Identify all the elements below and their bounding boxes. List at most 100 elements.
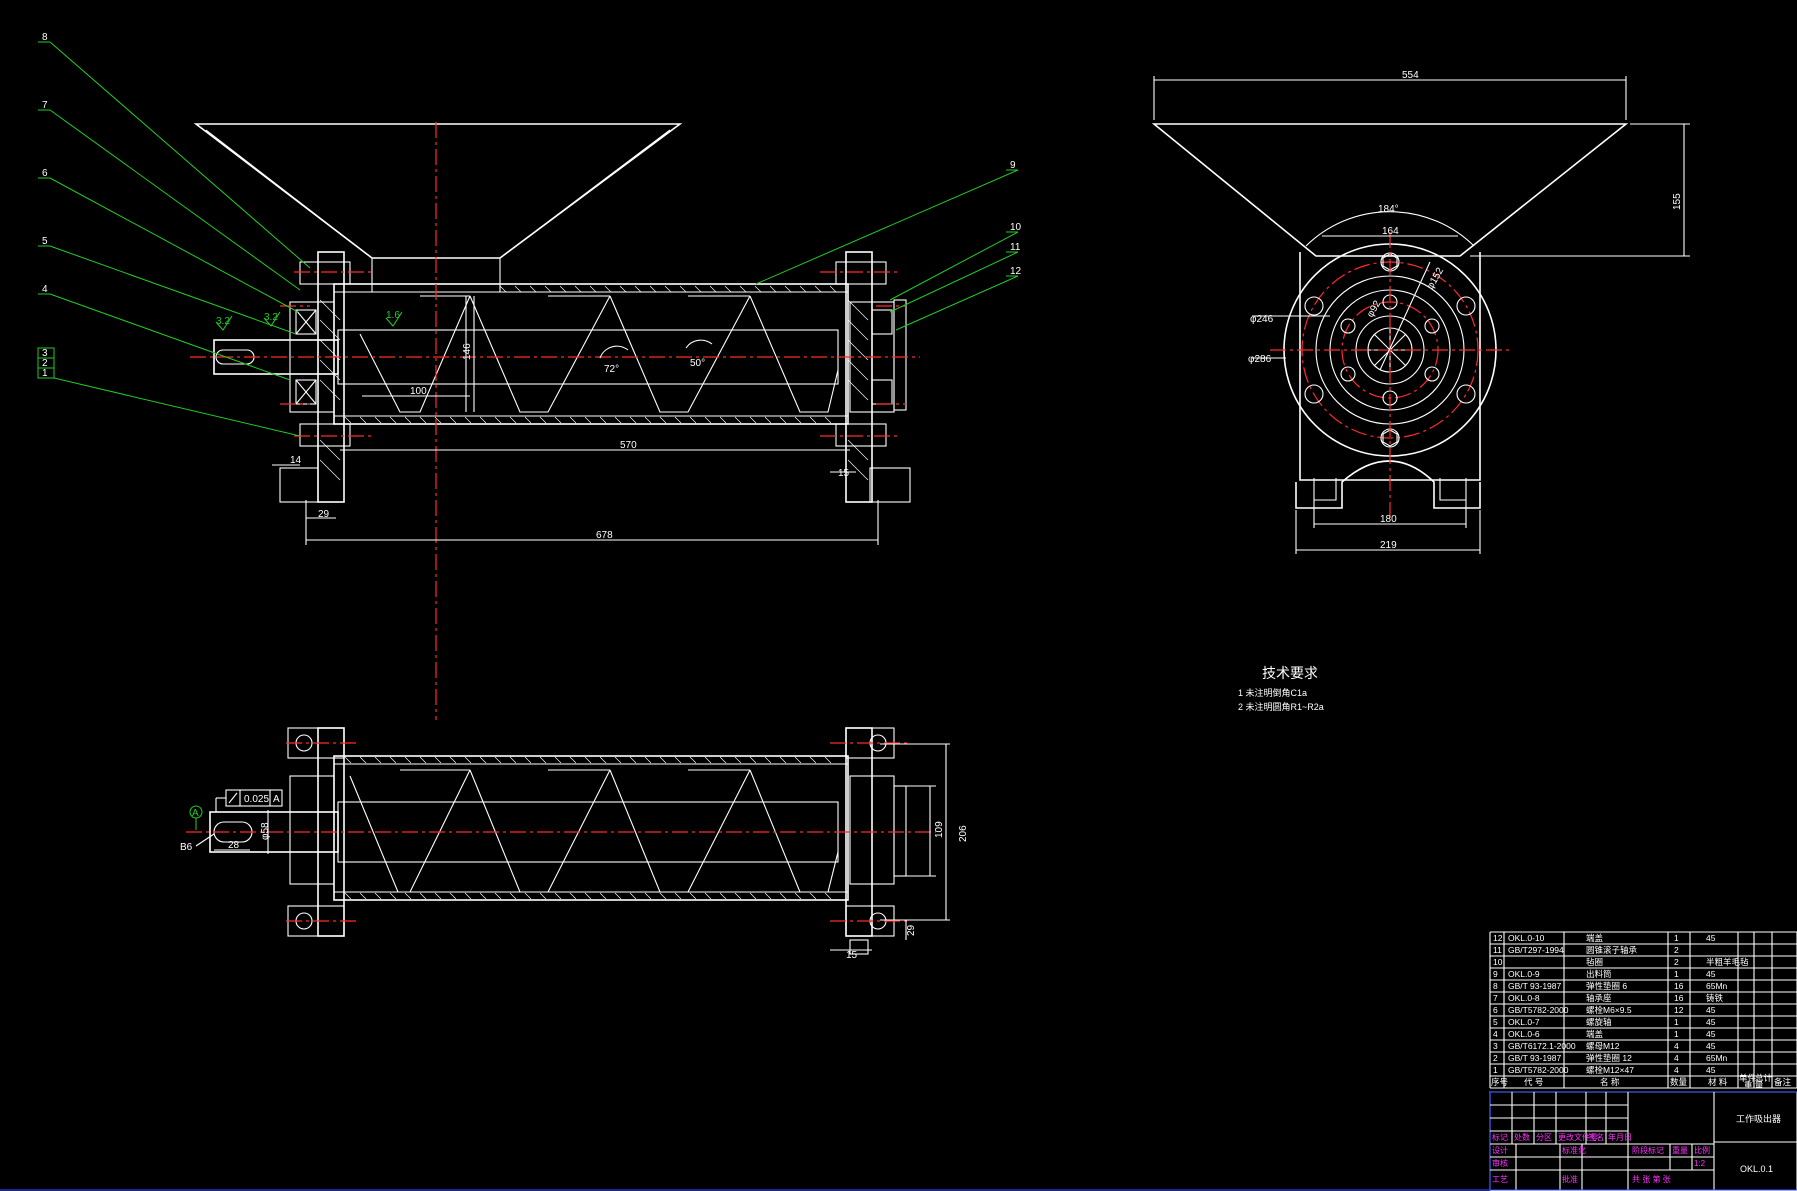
- tb-label-weight: 重量: [1672, 1145, 1688, 1155]
- note-B6: B6: [180, 842, 193, 853]
- tb-label-sign: 签名: [1588, 1132, 1604, 1142]
- tb-label-count: 处数: [1514, 1132, 1530, 1142]
- dim-678: 678: [596, 530, 613, 541]
- roughness-marks: 3.2 3.2 1.6: [215, 310, 403, 331]
- roughness-1: 3.2: [216, 316, 230, 327]
- tb-label-approve: 批准: [1562, 1174, 1578, 1184]
- bom-material: 45: [1706, 1005, 1716, 1015]
- dim-58: φ58: [260, 822, 271, 840]
- bom-no: 12: [1493, 933, 1503, 943]
- bom-code: OKL.0-8: [1508, 993, 1540, 1003]
- bom-name: 轴承座: [1586, 993, 1612, 1003]
- bom-name: 螺栓M12×47: [1586, 1065, 1634, 1075]
- bom-material: 65Mn: [1706, 981, 1728, 991]
- dim-152: φ152: [1425, 266, 1446, 292]
- tech-req-item-2: 2 未注明圆角R1~R2a: [1238, 701, 1324, 712]
- bom-name: 弹性垫圈 12: [1586, 1053, 1632, 1063]
- bom-header-weight: 重 量: [1744, 1080, 1764, 1090]
- dim-109: 109: [934, 821, 945, 838]
- balloon-12: 12: [1010, 266, 1022, 277]
- balloon-10: 10: [1010, 222, 1022, 233]
- hopper-side: [1151, 123, 1629, 257]
- bom-qty: 4: [1674, 1053, 1679, 1063]
- bom-no: 4: [1493, 1029, 1498, 1039]
- dim-180: 180: [1380, 514, 1397, 525]
- balloon-5: 5: [42, 236, 48, 247]
- bom-code: OKL.0-6: [1508, 1029, 1540, 1039]
- bom-name: 圆锥滚子轴承: [1586, 945, 1638, 955]
- bom-qty: 1: [1674, 969, 1679, 979]
- tb-label-stage: 阶段标记: [1632, 1145, 1664, 1155]
- bom-code: GB/T 93-1987: [1508, 981, 1562, 991]
- bom-header-qty: 数量: [1670, 1077, 1688, 1087]
- tb-label-scale: 比例: [1694, 1145, 1710, 1155]
- bom-material: 45: [1706, 1065, 1716, 1075]
- hopper: [193, 123, 683, 259]
- bom-material: 半粗羊毛毡: [1706, 957, 1749, 967]
- balloon-9: 9: [1010, 160, 1016, 171]
- dim-164: 164: [1382, 226, 1399, 237]
- plan-view: 206 109 29 15 φ58 28 0.025 A A B6: [180, 727, 969, 961]
- bom-material: 铸铁: [1706, 993, 1724, 1003]
- dim-15-plan: 15: [846, 950, 858, 961]
- bom-code: OKL.0-7: [1508, 1017, 1540, 1027]
- dim-246: φ246: [1250, 314, 1274, 325]
- tolerance-datum: A: [273, 794, 280, 805]
- tb-part-name: 工作吸出器: [1736, 1113, 1781, 1124]
- technical-requirements: 技术要求 1 未注明倒角C1a 2 未注明圆角R1~R2a: [1238, 665, 1324, 712]
- bom-header-unit: 单件: [1739, 1073, 1757, 1083]
- front-section-view: 678 570 100 146 14 29 15 72° 50° 3.2 3.2…: [190, 122, 920, 720]
- tb-label-review: 审核: [1492, 1158, 1508, 1168]
- right-flange: [845, 251, 873, 503]
- bom-qty: 4: [1674, 1041, 1679, 1051]
- bom-no: 10: [1493, 957, 1503, 967]
- barrel: [333, 283, 849, 425]
- bom-qty: 1: [1674, 933, 1679, 943]
- balloon-7: 7: [42, 100, 48, 111]
- balloon-8: 8: [42, 32, 48, 43]
- bom-header-total: 总计: [1755, 1073, 1773, 1083]
- angle-50: 50°: [690, 358, 705, 369]
- bom-code: OKL.0-9: [1508, 969, 1540, 979]
- bom-no: 1: [1493, 1065, 1498, 1075]
- tb-label-sheets: 共 张 第 张: [1632, 1174, 1671, 1184]
- bom-name: 螺母M12: [1586, 1041, 1620, 1051]
- side-view: 554 155 184° 164: [1151, 70, 1690, 554]
- dim-14: 14: [290, 455, 302, 466]
- dim-155: 155: [1672, 193, 1683, 210]
- dim-29: 29: [318, 509, 330, 520]
- dim-100: 100: [410, 386, 427, 397]
- balloon-4: 4: [42, 284, 48, 295]
- bom-no: 8: [1493, 981, 1498, 991]
- bom-header-code: 代 号: [1524, 1077, 1543, 1087]
- balloon-leaders: 8 7 6 5 4 3 2 1 9 10 11 12: [37, 32, 1022, 437]
- dim-29-plan: 29: [906, 924, 917, 936]
- datum-A: A: [192, 808, 199, 819]
- tolerance-value: 0.025: [244, 794, 269, 805]
- bom-header-material: 材 料: [1708, 1077, 1728, 1087]
- bom-no: 11: [1493, 945, 1502, 955]
- bom-qty: 16: [1674, 981, 1684, 991]
- bom-qty: 1: [1674, 1017, 1679, 1027]
- barrel-plan: [333, 755, 849, 901]
- bom-code: GB/T6172.1-2000: [1508, 1041, 1576, 1051]
- bom-no: 2: [1493, 1053, 1498, 1063]
- tech-req-item-1: 1 未注明倒角C1a: [1238, 687, 1307, 698]
- bom-material: 65Mn: [1706, 1053, 1728, 1063]
- bom-name: 端盖: [1586, 933, 1604, 943]
- balloon-1: 1: [42, 368, 48, 379]
- balloon-3: 3: [42, 348, 48, 359]
- bom-no: 3: [1493, 1041, 1498, 1051]
- bom-name: 弹性垫圈 6: [1586, 981, 1627, 991]
- bom-qty: 2: [1674, 945, 1679, 955]
- bom-code: GB/T5782-2000: [1508, 1005, 1569, 1015]
- balloon-11: 11: [1010, 242, 1021, 253]
- bom-material: 45: [1706, 1041, 1716, 1051]
- dim-570: 570: [620, 440, 637, 451]
- bom-name: 出料筒: [1586, 969, 1612, 979]
- angle-184: 184°: [1378, 204, 1399, 215]
- bom-header-note: 备注: [1774, 1077, 1792, 1087]
- left-flange: [317, 251, 345, 503]
- dim-219: 219: [1380, 540, 1397, 551]
